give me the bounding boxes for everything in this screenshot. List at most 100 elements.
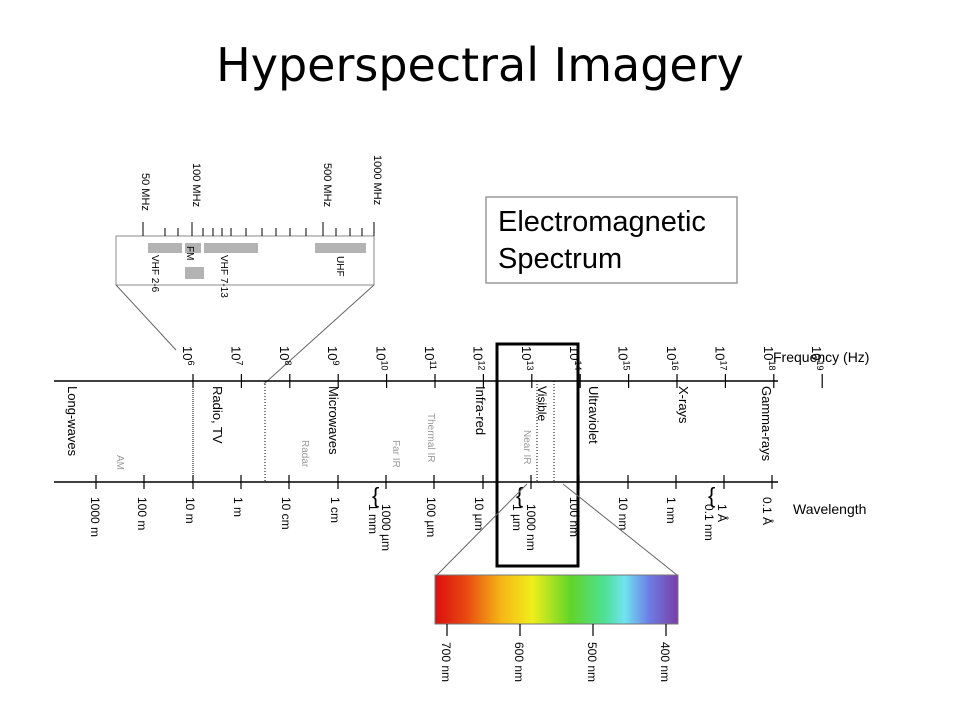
band-vhf-2-6: [148, 243, 182, 253]
wave-label-1mm: 1 mm: [366, 504, 380, 534]
frequency-tick-base: 10: [664, 346, 679, 360]
brace-angstrom: {: [708, 483, 715, 508]
visible-zoom-line-right: [562, 483, 678, 576]
wavelength-axis-label: Wavelength: [793, 501, 866, 517]
wave-label-0-1nm: 0.1 nm: [702, 504, 716, 541]
frequency-axis-label: Frequency (Hz): [773, 349, 869, 365]
frequency-tick-label: 1015: [616, 346, 632, 370]
wave-label-0-1A: 0.1 Å: [760, 497, 775, 525]
band-ultraviolet: Ultraviolet: [586, 386, 601, 444]
frequency-tick-exponent: 9: [331, 360, 341, 365]
frequency-tick-exponent: 11: [428, 360, 438, 369]
subband-far-ir: Far IR: [390, 440, 401, 468]
frequency-tick-exponent: 7: [234, 360, 244, 365]
subband-near-ir: Near IR: [521, 430, 532, 464]
band-labels: Long-waves Radio, TV Microwaves Infra-re…: [65, 386, 774, 462]
frequency-tick-base: 10: [519, 346, 534, 360]
visible-label-500: 500 nm: [585, 642, 599, 682]
frequency-tick-base: 10: [761, 346, 776, 360]
wave-label-1A: 1 Å: [715, 504, 730, 522]
wave-label-100um: 100 µm: [424, 497, 438, 537]
frequency-tick-exponent: 6: [186, 360, 196, 365]
visible-zoom-line-left: [436, 483, 528, 576]
page-title: Hyperspectral Imagery: [216, 38, 744, 92]
band-vhf-7-13: [204, 243, 258, 253]
frequency-tick-exponent: 13: [525, 360, 535, 370]
radio-tick-label-500: 500 MHz: [321, 163, 333, 207]
radio-zoom-line-right: [263, 284, 375, 385]
band-fm: [185, 243, 201, 253]
band-gamma-rays: Gamma-rays: [759, 386, 774, 462]
radio-inset: 50 MHz 100 MHz 500 MHz 1000 MHz VHF 2-6 …: [115, 155, 383, 385]
radio-inset-ticks: [142, 222, 375, 236]
frequency-tick-labels: 1061071081091010101110121013101410151016…: [180, 346, 825, 370]
band-fm-lower: [185, 267, 204, 279]
frequency-tick-exponent: 18: [767, 360, 777, 370]
frequency-tick-base: 10: [567, 346, 582, 360]
frequency-tick-base: 10: [809, 346, 824, 360]
frequency-tick-base: 10: [712, 346, 727, 360]
frequency-tick-label: 109: [325, 346, 341, 365]
wave-label-1um: 1 µm: [510, 504, 524, 531]
radio-zoom-line-left: [115, 284, 177, 351]
subband-radar: Radar: [299, 440, 310, 468]
frequency-tick-label: 1019: [809, 346, 825, 370]
frequency-tick-label: 107: [228, 346, 244, 365]
wave-label-10nm: 10 nm: [616, 497, 630, 530]
visible-inset: 700 nm 600 nm 500 nm 400 nm: [434, 483, 679, 682]
frequency-tick-exponent: 19: [815, 360, 825, 370]
frequency-tick-label: 108: [277, 346, 293, 365]
wave-label-1000nm: 1000 nm: [524, 504, 538, 551]
wave-label-1000um: 1000 µm: [379, 504, 393, 551]
frequency-tick-label: 1010: [374, 346, 390, 370]
brace-um: {: [516, 483, 523, 508]
frequency-tick-base: 10: [325, 346, 340, 360]
band-long-waves: Long-waves: [65, 386, 80, 457]
frequency-tick-label: 1011: [422, 346, 438, 370]
legend-line-1: Electromagnetic: [498, 206, 706, 238]
wave-label-10um: 10 µm: [472, 497, 486, 531]
frequency-tick-base: 10: [422, 346, 437, 360]
wave-label-10m: 10 m: [183, 497, 197, 524]
wave-label-100m: 100 m: [135, 497, 149, 530]
wave-label-1cm: 1 cm: [328, 497, 342, 523]
frequency-tick-base: 10: [374, 346, 389, 360]
band-uhf: [315, 243, 366, 253]
band-x-rays: X-rays: [676, 386, 691, 424]
radio-band-label-uhf: UHF: [334, 256, 345, 277]
radio-tick-label-100: 100 MHz: [190, 163, 202, 207]
visible-label-600: 600 nm: [512, 642, 526, 682]
radio-tick-label-1000: 1000 MHz: [371, 155, 383, 205]
visible-label-400: 400 nm: [658, 642, 672, 682]
frequency-tick-label: 106: [180, 346, 196, 365]
frequency-tick-base: 10: [277, 346, 292, 360]
visible-label-700: 700 nm: [439, 642, 453, 682]
wave-label-1000m: 1000 m: [88, 497, 102, 537]
frequency-tick-exponent: 15: [622, 360, 632, 370]
hyperspectral-highlight-box: [495, 342, 580, 568]
sub-band-labels: AM Radar Far IR Thermal IR Near IR: [114, 413, 532, 470]
wave-label-1m: 1 m: [231, 497, 245, 517]
radio-band-label-fm: FM: [184, 246, 195, 260]
frequency-tick-label: 1012: [470, 346, 486, 370]
frequency-tick-base: 10: [180, 346, 195, 360]
frequency-tick-base: 10: [228, 346, 243, 360]
legend-line-2: Spectrum: [498, 243, 622, 275]
frequency-tick-exponent: 12: [476, 360, 486, 370]
frequency-tick-label: 1018: [761, 346, 777, 370]
frequency-tick-label: 1016: [664, 346, 680, 370]
subband-am: AM: [114, 455, 125, 470]
band-infra-red: Infra-red: [473, 386, 488, 435]
frequency-tick-base: 10: [470, 346, 485, 360]
wavelength-tick-labels: 1000 m 100 m 10 m 1 m 10 cm 1 cm 1 mm 10…: [88, 483, 775, 551]
frequency-tick-exponent: 17: [718, 360, 728, 370]
legend-frame: [485, 196, 738, 284]
frequency-tick-exponent: 8: [283, 360, 293, 365]
wave-label-10cm: 10 cm: [279, 497, 293, 530]
frequency-tick-exponent: 10: [380, 360, 390, 370]
band-microwaves: Microwaves: [326, 386, 341, 455]
band-visible: Visible: [535, 386, 549, 421]
legend-box: Electromagnetic Spectrum: [485, 196, 738, 284]
frequency-tick-exponent: 16: [670, 360, 680, 370]
